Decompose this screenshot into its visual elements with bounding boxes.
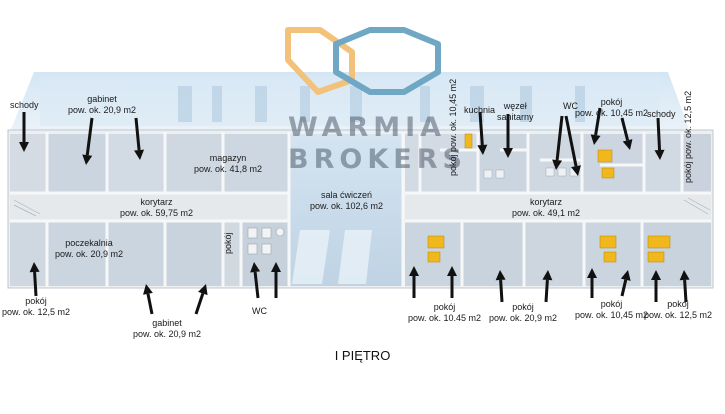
arrow-head (679, 270, 690, 281)
arrow-head (571, 165, 581, 176)
watermark-line1: WARMIA (288, 112, 447, 143)
arrow-head (143, 284, 153, 295)
arrow-shaft (683, 279, 688, 303)
arrow-shaft (85, 117, 94, 156)
arrow-shaft (146, 293, 154, 315)
arrow-shaft (194, 293, 205, 315)
label-wc-left: WC (252, 306, 267, 316)
arrow-head (409, 266, 419, 276)
label-kuchnia: kuchnia (464, 105, 496, 115)
arrow-head (250, 262, 261, 273)
sala-window-light (292, 230, 372, 284)
arrow-shaft (544, 279, 549, 303)
left-wing (10, 132, 288, 287)
floor-caption: I PIĘTRO (334, 348, 391, 363)
logo-icon (285, 27, 441, 95)
arrow-shaft (620, 117, 630, 141)
arrow-shaft (656, 117, 662, 151)
arrow-head (134, 149, 145, 160)
arrow-head (587, 268, 597, 278)
arrow-head (654, 149, 665, 160)
arrow-head (495, 270, 506, 281)
arrow-shaft (594, 107, 602, 136)
label-pokoj-vertical-mid: pokój pow. ok. 10,45 m2 (448, 78, 458, 176)
arrow-shaft (564, 115, 578, 167)
arrow-shaft (253, 271, 260, 299)
arrow-head (82, 154, 93, 165)
arrow-head (503, 148, 513, 158)
arrow-head (622, 139, 633, 150)
arrow-head (620, 270, 631, 281)
arrow-head (271, 262, 281, 272)
arrow-head (542, 270, 553, 281)
label-pokoj-small-vertical: pokój (223, 232, 233, 254)
arrow-head (590, 134, 601, 145)
arrow-shaft (620, 279, 628, 297)
arrow-head (447, 266, 457, 276)
arrow-group (19, 107, 690, 315)
furniture (427, 133, 671, 263)
label-schody-left: schody (10, 100, 39, 110)
roof-band (10, 72, 690, 132)
arrow-shaft (555, 115, 564, 161)
arrow-shaft (134, 117, 141, 151)
arrow-head (198, 284, 208, 296)
arrow-shaft (33, 271, 38, 297)
arrow-head (552, 159, 563, 170)
right-wing (405, 132, 711, 287)
label-wc-right: WC (563, 101, 578, 111)
arrow-head (477, 144, 488, 155)
arrow-head (29, 262, 40, 273)
label-pokoj-vertical-right: pokój pow. ok. 12,5 m2 (683, 90, 693, 183)
label-schody-right: schody (647, 109, 676, 119)
arrow-shaft (478, 111, 484, 146)
arrow-head (19, 142, 29, 152)
arrow-head (651, 270, 661, 280)
arrow-shaft (499, 279, 504, 303)
watermark-line2: BROKERS (288, 144, 467, 175)
